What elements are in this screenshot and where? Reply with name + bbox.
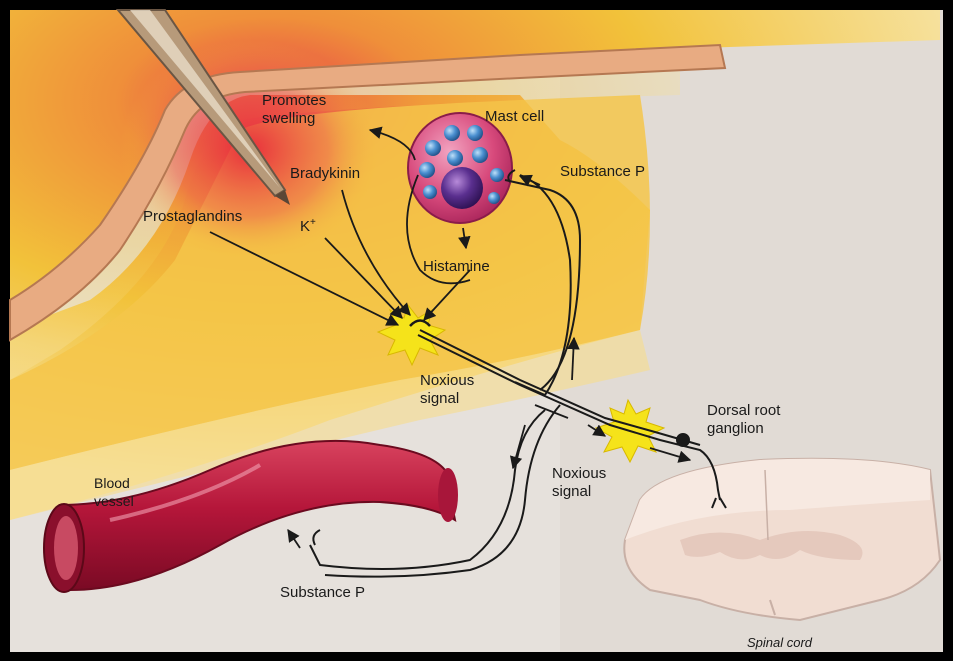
label-blood-vessel: Blood vessel bbox=[94, 474, 149, 510]
label-k-plus: K+ bbox=[300, 218, 316, 236]
label-spinal-cord: Spinal cord bbox=[747, 634, 812, 652]
label-dorsal-root-ganglion: Dorsal root ganglion bbox=[707, 402, 807, 438]
label-promotes-swelling: Promotes swelling bbox=[262, 92, 352, 128]
label-substance-p-top: Substance P bbox=[560, 163, 645, 181]
label-bradykinin: Bradykinin bbox=[290, 165, 360, 183]
label-histamine: Histamine bbox=[423, 258, 490, 276]
label-prostaglandins: Prostaglandins bbox=[143, 208, 242, 226]
k-plus-text: K bbox=[300, 218, 310, 235]
mast-cell bbox=[408, 113, 512, 223]
promotes-swelling-text: Promotes swelling bbox=[262, 92, 326, 127]
label-noxious-signal-1: Noxious signal bbox=[420, 372, 482, 408]
label-noxious-signal-2: Noxious signal bbox=[552, 465, 614, 501]
label-mast-cell: Mast cell bbox=[485, 108, 544, 126]
k-plus-superscript: + bbox=[310, 217, 316, 228]
label-substance-p-bottom: Substance P bbox=[280, 584, 365, 602]
